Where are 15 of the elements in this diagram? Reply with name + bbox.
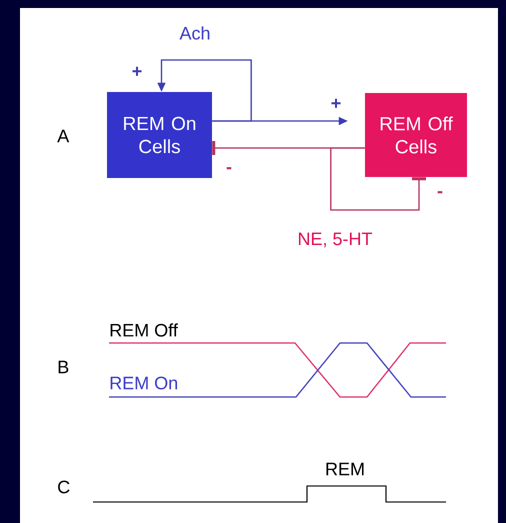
- sign-label: -: [438, 191, 442, 194]
- sign-label: +: [332, 98, 341, 108]
- panel-letter: A: [57, 130, 70, 142]
- signal-label: NE, 5-HT: [298, 232, 372, 248]
- panel-letter: C: [58, 480, 70, 494]
- trace-label: REM: [326, 462, 364, 476]
- signal-label: Ach: [180, 26, 210, 40]
- cell-box: REM Off Cells: [365, 93, 467, 177]
- trace-label: REM Off: [110, 323, 178, 337]
- trace-label: REM On: [110, 376, 178, 390]
- sign-label: +: [132, 66, 142, 76]
- arrow: [330, 147, 426, 211]
- sign-label: -: [226, 167, 232, 170]
- panel-letter: B: [58, 360, 68, 374]
- cell-box: REM On Cells: [107, 92, 212, 178]
